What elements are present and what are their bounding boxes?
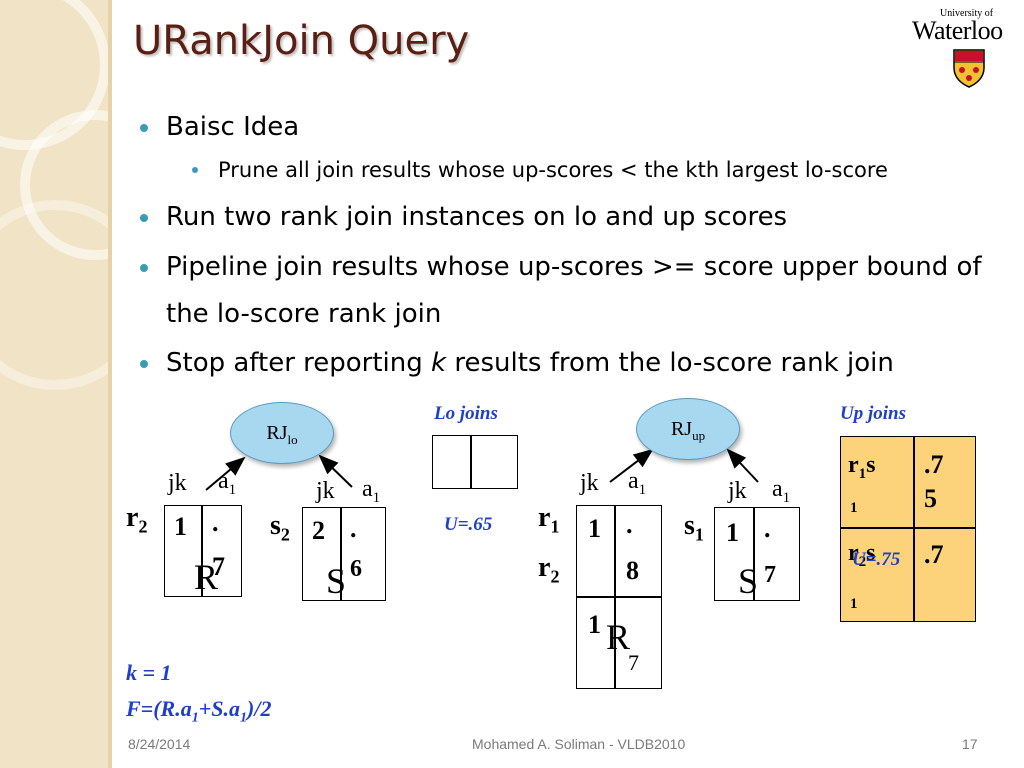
scoring-function-line: F=(R.a1+S.a1)/2	[126, 696, 272, 726]
right-r2-label: r2	[538, 552, 560, 587]
up-joins-label: Up joins	[840, 403, 906, 424]
left-r-divider	[201, 506, 203, 596]
bullet-stop-post: results from the lo-score rank join	[446, 348, 894, 378]
right-r1-label: r1	[538, 502, 560, 537]
arrow-s-to-rjlo	[318, 454, 353, 488]
footer-page-number: 17	[962, 736, 978, 752]
university-logo: University of Waterloo	[912, 6, 1022, 88]
right-r-row2-a-digit: 7	[628, 650, 639, 675]
left-s-table	[302, 507, 386, 601]
left-r2-label: r2	[126, 502, 148, 537]
k-value-line: k = 1	[126, 660, 172, 685]
right-r-row1-a-dot: .	[626, 510, 633, 539]
up-row1-val2: 5	[924, 484, 937, 513]
rj-lo-node: RJlo	[230, 402, 334, 464]
right-r-a1-header: a1	[628, 468, 647, 498]
bullet-two-instances: Run two rank join instances on lo and up…	[136, 194, 1016, 240]
up-row2-sub: 1	[850, 596, 858, 612]
bullet-stop: Stop after reporting k results from the …	[136, 340, 1016, 386]
logo-big-text: Waterloo	[912, 16, 1003, 45]
bullet-stop-k: k	[431, 348, 447, 378]
left-s-relation-label: S	[326, 561, 347, 601]
rj-up-node: RJup	[636, 398, 740, 460]
bullet-basic-idea: Baisc Idea	[136, 104, 1016, 150]
lo-joins-label: Lo joins	[434, 403, 498, 424]
rj-up-base: RJ	[670, 418, 693, 440]
left-r-jk-value: 1	[174, 512, 187, 541]
sidebar-decoration	[0, 0, 112, 768]
left-r-jk-header: jk	[168, 470, 187, 496]
up-row1-pair: r1s	[848, 452, 876, 482]
left-r-a-dot: .	[212, 508, 219, 537]
right-r-row1-a-digit: 8	[626, 556, 639, 585]
right-r-row2-jk: 1	[588, 610, 601, 639]
right-s-table	[714, 507, 800, 601]
lo-joins-divider	[470, 436, 472, 488]
bullet-pipeline: Pipeline join results whose up-scores >=…	[136, 244, 1006, 338]
sub-bullet-prune: Prune all join results whose up-scores <…	[136, 150, 1016, 190]
right-r-table	[576, 505, 662, 689]
up-joins-row-divider	[841, 527, 975, 529]
up-row1-val1: .7	[924, 450, 944, 479]
left-r-table	[164, 505, 242, 597]
right-s-jk-header: jk	[728, 478, 747, 504]
right-s-a-dot: .	[764, 514, 771, 543]
rj-up-sub: up	[692, 428, 706, 443]
up-joins-table	[840, 436, 976, 622]
lo-joins-table	[432, 435, 518, 489]
up-threshold: U=.75	[852, 549, 901, 570]
shield-icon	[953, 49, 985, 88]
footer-date: 8/24/2014	[128, 736, 191, 752]
up-row2-pair: r2s	[848, 540, 876, 570]
left-s2-label: s2	[270, 510, 290, 545]
left-s-a-dot: .	[350, 514, 357, 543]
right-r-row1-jk: 1	[588, 514, 601, 543]
left-s-jk-value: 2	[312, 516, 325, 545]
sidebar-edge	[108, 0, 112, 768]
bullet-list: Baisc Idea Prune all join results whose …	[136, 104, 1016, 386]
right-s-relation-label: S	[738, 561, 759, 601]
rj-lo-sub: lo	[287, 432, 298, 447]
right-s-divider	[753, 508, 755, 600]
arrow-r-to-rjlo	[205, 456, 246, 491]
up-row2-val1: .7	[924, 540, 944, 569]
arrow-r-to-rjup	[609, 448, 654, 483]
right-r-jk-header: jk	[580, 470, 599, 496]
left-r-relation-label: R	[194, 557, 219, 597]
lo-threshold: U=.65	[444, 514, 493, 535]
logo-small-text: University of	[940, 8, 994, 19]
up-joins-col-divider	[913, 437, 915, 621]
right-s-a1-header: a1	[772, 476, 791, 506]
right-s-jk-value: 1	[726, 518, 739, 547]
footer-author: Mohamed A. Soliman - VLDB2010	[472, 736, 686, 752]
bullet-stop-pre: Stop after reporting	[166, 348, 432, 378]
arrow-s-to-rjup	[726, 448, 759, 483]
left-s-a-digit: 6	[350, 556, 362, 582]
right-s-a-digit: 7	[764, 562, 776, 588]
deco-circle-lower	[0, 200, 112, 390]
rj-lo-base: RJ	[266, 422, 288, 444]
right-r-relation-label: R	[606, 617, 631, 657]
slide-title: URankJoin Query	[133, 18, 470, 64]
left-r-a-digit: 7	[212, 552, 225, 581]
left-r-a1-header: a1	[218, 468, 237, 498]
up-row1-sub: 1	[850, 500, 858, 516]
left-s-jk-header: jk	[316, 478, 335, 504]
right-s1-label: s1	[684, 510, 704, 545]
right-r-row-divider	[577, 596, 661, 598]
left-s-a1-header: a1	[362, 476, 381, 506]
left-s-divider	[340, 508, 342, 600]
